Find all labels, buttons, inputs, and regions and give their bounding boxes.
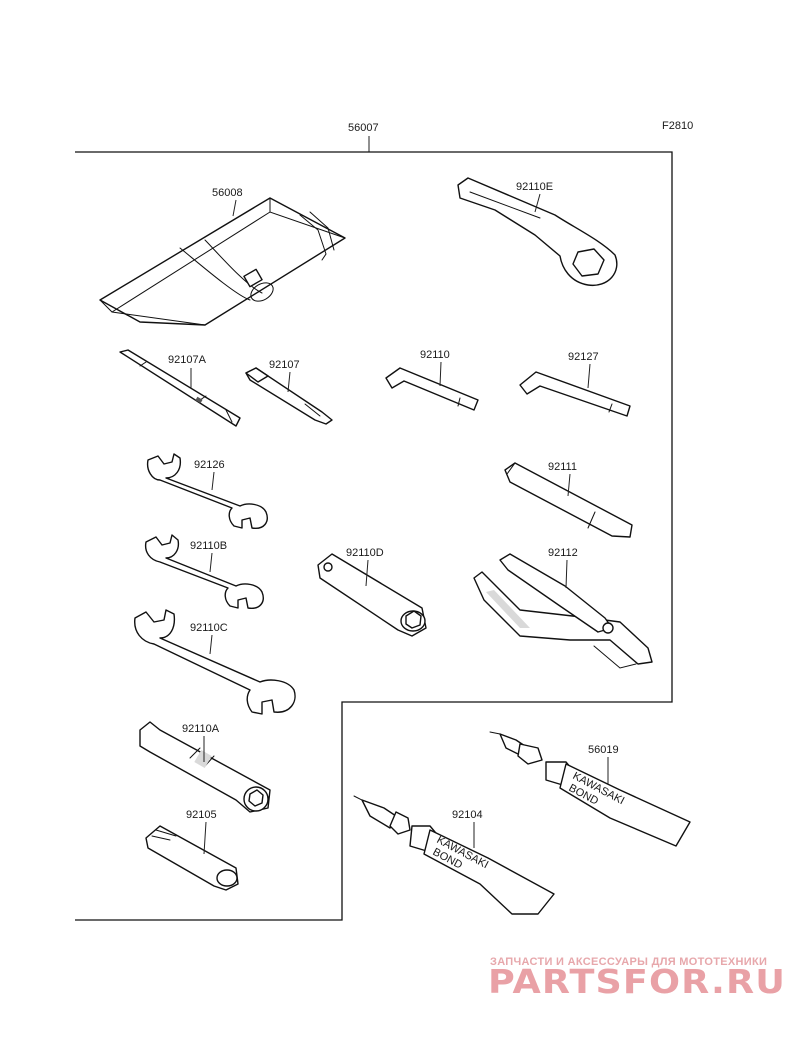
label-92111: 92111 [548,461,577,473]
label-92110a: 92110A [182,723,220,735]
box-wrench [457,177,618,286]
extension-bar [504,462,633,538]
watermark-tagline: ЗАПЧАСТИ И АКСЕССУАРЫ ДЛЯ МОТОТЕХНИКИ [490,956,767,968]
hex-wrench-92110 [385,367,479,411]
label-92127: 92127 [568,351,599,363]
hex-wrench-92127 [519,371,631,417]
label-56019: 56019 [588,744,619,756]
screwdriver [245,367,333,425]
screwdriver-grip [119,349,241,427]
label-92105: 92105 [186,809,217,821]
handle-92105 [145,825,239,891]
wrench-92126 [146,453,268,529]
label-92110: 92110 [420,349,450,361]
label-92110e: 92110E [516,181,553,193]
socket-wrench [317,553,427,637]
figure-code: F2810 [662,120,693,132]
pliers [473,553,653,669]
tool-bag [99,197,346,326]
wrench-92110b [144,534,264,609]
label-56007: 56007 [348,122,379,134]
spark-plug-wrench [139,721,271,813]
label-92110c: 92110C [190,622,228,634]
label-92104: 92104 [452,809,483,821]
label-92107: 92107 [269,359,300,371]
label-92110d: 92110D [346,547,384,559]
wrench-92110c [134,609,296,715]
label-92112: 92112 [548,547,578,559]
label-56008: 56008 [212,187,243,199]
label-92107a: 92107A [168,354,207,366]
watermark-logo: PARTSFOR.RU [488,962,786,1001]
label-92110b: 92110B [190,540,227,552]
label-92126: 92126 [194,459,225,471]
kit-frame [75,151,673,921]
